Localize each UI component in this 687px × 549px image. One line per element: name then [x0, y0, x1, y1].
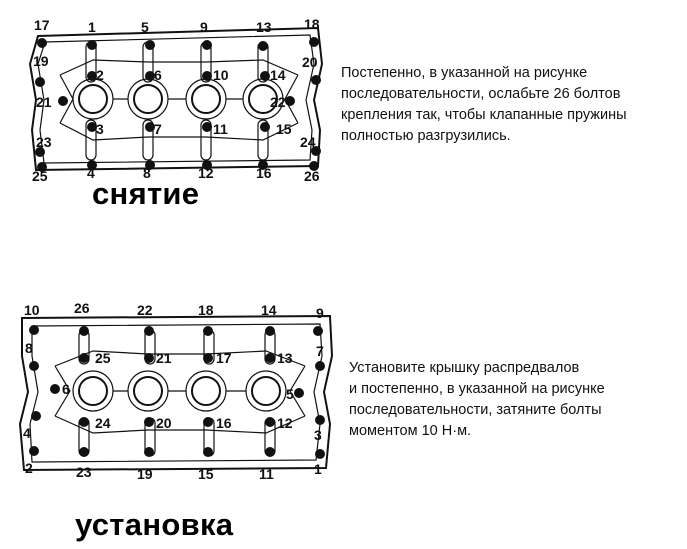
bolt-number-label: 3	[314, 427, 322, 443]
bolt-number-label: 11	[213, 121, 228, 137]
bolt-number-label: 23	[36, 134, 52, 150]
bolt-number-label: 5	[286, 386, 294, 402]
bolt-number-label: 19	[137, 466, 153, 482]
bolt-number-label: 19	[33, 53, 49, 69]
bolt-number-label: 25	[95, 350, 111, 366]
bolt-number-label: 2	[96, 67, 104, 83]
bolt-number-label: 11	[259, 466, 274, 482]
removal-instruction-line: последовательности, ослабьте 26 болтов	[341, 86, 621, 102]
bolt-number-label: 4	[87, 165, 95, 181]
bolt-number-label: 10	[213, 67, 229, 83]
removal-instruction-line: Постепенно, в указанной на рисунке	[341, 65, 588, 81]
bolt-number-label: 14	[270, 67, 286, 83]
bolt-number-label: 14	[261, 302, 277, 318]
bolt-number-label: 8	[143, 165, 151, 181]
bolt-number-label: 23	[76, 464, 92, 480]
bolt-number-label: 12	[198, 165, 214, 181]
bolt-number-label: 15	[276, 121, 292, 137]
bolt-number-label: 6	[154, 67, 162, 83]
bolt-number-label: 12	[277, 415, 293, 431]
bolt-number-label: 17	[34, 17, 50, 33]
bolt-number-label: 5	[141, 19, 149, 35]
bolt-number-label: 8	[25, 340, 33, 356]
bolt-number-label: 4	[23, 425, 31, 441]
bolt-number-label: 1	[88, 19, 96, 35]
installation-instruction-line: Установите крышку распредвалов	[349, 360, 580, 376]
bolt-number-label: 26	[74, 300, 90, 316]
bolt-number-label: 6	[62, 381, 70, 397]
bolt-number-label: 7	[154, 121, 162, 137]
bolt-number-label: 17	[216, 350, 232, 366]
bolt-number-label: 20	[156, 415, 172, 431]
bolt-number-label: 18	[198, 302, 214, 318]
bolt-number-label: 2	[25, 460, 33, 476]
bolt-number-label: 21	[156, 350, 172, 366]
installation-diagram: 10 26 22 18 14 9 8 25 21 17 13 7 6 5 4 24 20 16 12 3 2 23 19 15…	[0, 296, 340, 496]
installation-instruction: Установите крышку распредвалов и постепе…	[349, 358, 605, 442]
bolt-number-label: 15	[198, 466, 214, 482]
bolt-number-label: 22	[270, 94, 286, 110]
bolt-number-label: 20	[302, 54, 318, 70]
bolt-number-label: 16	[256, 165, 272, 181]
bolt-number-labels-installation: 10 26 22 18 14 9 8 25 21 17 13 7 6 5 4 24 20 16 12 3 2 23 19 15…	[23, 300, 324, 482]
camshaft-cover-drawing-installation: 10 26 22 18 14 9 8 25 21 17 13 7 6 5 4 24 20 16 12 3 2 23 19 15…	[18, 300, 334, 482]
installation-instruction-line: последовательности, затяните болты	[349, 402, 602, 418]
bolt-number-label: 22	[137, 302, 153, 318]
bolt-number-label: 1	[314, 461, 322, 477]
removal-instruction-line: полностью разгрузились.	[341, 128, 511, 144]
bolt-number-label: 24	[95, 415, 111, 431]
bolt-number-label: 24	[300, 134, 316, 150]
installation-title: установка	[75, 507, 234, 542]
installation-instruction-line: и постепенно, в указанной на рисунке	[349, 381, 605, 397]
bolt-number-label: 25	[32, 168, 48, 184]
bolt-number-label: 21	[36, 94, 52, 110]
bolt-number-label: 10	[24, 302, 40, 318]
bolt-number-label: 9	[200, 19, 208, 35]
bolt-number-label: 13	[277, 350, 293, 366]
installation-instruction-line: моментом 10 Н·м.	[349, 423, 472, 439]
removal-instruction-line: крепления так, чтобы клапанные пружины	[341, 107, 627, 123]
removal-instruction: Постепенно, в указанной на рисунке после…	[341, 63, 627, 147]
bolt-number-label: 18	[304, 16, 320, 32]
bolt-number-label: 13	[256, 19, 272, 35]
bolt-number-label: 7	[316, 343, 324, 359]
bolt-number-label: 16	[216, 415, 232, 431]
removal-title: снятие	[92, 176, 200, 211]
bolt-number-label: 3	[96, 121, 104, 137]
bolt-number-label: 9	[316, 305, 324, 321]
bolt-number-label: 26	[304, 168, 320, 184]
